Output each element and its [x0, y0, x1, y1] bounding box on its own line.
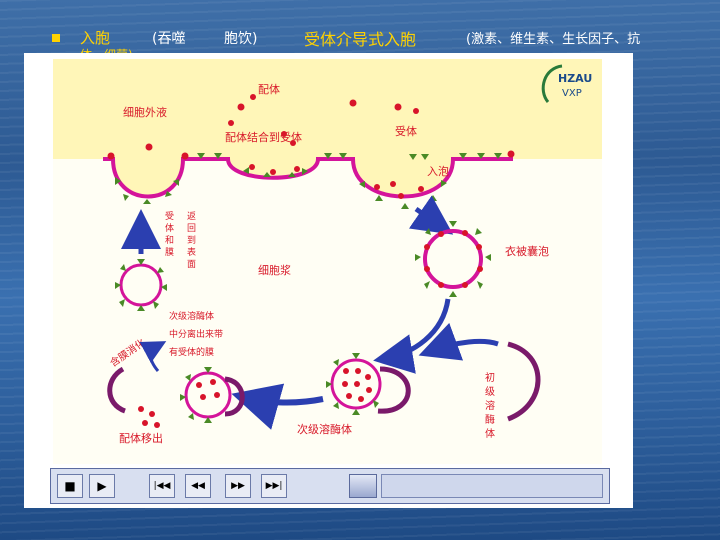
coated-vesicle	[415, 221, 491, 297]
svg-text:中分离出来带: 中分离出来带	[169, 328, 223, 340]
label-cytoplasm: 细胞浆	[258, 263, 291, 277]
primary-lysosome-arc	[507, 341, 541, 422]
stop-icon: ■	[64, 479, 76, 493]
last-frame-icon: ▶▶|	[265, 481, 283, 491]
label-ligand-binding: 配体结合到受体	[225, 130, 302, 144]
play-icon: ▶	[97, 479, 107, 493]
extracellular-region	[53, 59, 602, 197]
svg-text:和: 和	[165, 235, 174, 246]
endocytosis-title: 入胞	[80, 29, 111, 47]
phagocytosis-label: (吞噬	[152, 31, 186, 47]
bullet-square-icon	[52, 34, 60, 42]
svg-text:级: 级	[485, 386, 495, 398]
svg-text:受: 受	[165, 210, 174, 222]
svg-text:体: 体	[485, 428, 495, 440]
rme-title: 受体介导式入胞	[304, 30, 417, 49]
arrow-to-digestion	[231, 383, 324, 430]
svg-text:到: 到	[187, 234, 196, 246]
first-frame-icon: |◀◀	[153, 481, 171, 491]
stop-button[interactable]: ■	[57, 474, 83, 498]
svg-text:面: 面	[187, 259, 196, 270]
arrow-primary-lysosome	[418, 322, 499, 361]
secondary-lysosome	[326, 353, 411, 415]
label-primary-lysosome: 初 级 溶 酶 体	[485, 371, 495, 440]
label-secondary-note: 次级溶酶体 中分离出来带 有受体的膜	[169, 310, 223, 358]
label-ligand: 配体	[258, 82, 280, 96]
last-frame-button[interactable]: ▶▶|	[261, 474, 287, 498]
svg-text:体: 体	[165, 222, 174, 234]
forward-button[interactable]: ▶▶	[225, 474, 251, 498]
svg-text:有受体的膜: 有受体的膜	[169, 346, 214, 358]
label-pit: 入泡	[427, 164, 449, 178]
diagram-svg: 配体 细胞外液 配体结合到受体 受体 入泡 衣被囊泡 细胞浆 初	[53, 59, 602, 445]
recycling-vesicle	[115, 259, 167, 311]
arrow-pit-to-vesicle	[408, 195, 454, 235]
svg-text:溶: 溶	[485, 399, 495, 412]
label-return-surface: 返 回 到 表 面	[187, 210, 196, 270]
svg-text:酶: 酶	[485, 413, 495, 426]
label-secondary-lysosome: 次级溶酶体	[297, 422, 352, 436]
label-ligand-out: 配体移出	[119, 431, 163, 445]
svg-text:次级溶酶体: 次级溶酶体	[169, 310, 214, 322]
hzau-logo: HZAU VXP	[540, 62, 598, 106]
svg-text:回: 回	[187, 223, 196, 234]
rewind-icon: ◀◀	[191, 481, 205, 491]
examples-line-1: (激素、维生素、生长因子、抗	[466, 32, 641, 47]
label-receptor-and-membrane: 受 体 和 膜	[165, 210, 174, 258]
svg-text:初: 初	[485, 371, 495, 384]
seek-handle[interactable]	[349, 474, 377, 498]
play-button[interactable]: ▶	[89, 474, 115, 498]
slide-header: 入胞 (吞噬 胞饮) 受体介导式入胞 (激素、维生素、生长因子、抗 体、细菌)	[48, 26, 708, 62]
label-extracellular: 细胞外液	[123, 105, 167, 119]
svg-text:VXP: VXP	[562, 88, 582, 99]
svg-text:膜: 膜	[165, 247, 174, 258]
released-ligands	[138, 406, 160, 428]
released-membrane-arc	[107, 366, 127, 414]
ligand-dots	[107, 94, 515, 199]
pit-coat	[115, 167, 447, 209]
digesting-vesicle	[180, 367, 245, 423]
svg-text:HZAU: HZAU	[558, 72, 592, 85]
svg-text:表: 表	[187, 246, 196, 258]
membrane-receptors	[197, 153, 502, 160]
progress-track[interactable]	[381, 474, 603, 498]
label-receptor: 受体	[395, 124, 417, 138]
first-frame-button[interactable]: |◀◀	[149, 474, 175, 498]
forward-icon: ▶▶	[231, 481, 245, 491]
pinocytosis-label: 胞饮)	[224, 31, 258, 47]
label-membrane-lysis: 含膜消化	[107, 336, 147, 370]
player-controls: ■ ▶ |◀◀ ◀◀ ▶▶ ▶▶|	[50, 468, 610, 504]
label-coated-vesicle: 衣被囊泡	[505, 244, 549, 258]
arrow-lysis	[139, 341, 167, 372]
svg-text:返: 返	[187, 210, 196, 222]
endocytosis-diagram: 配体 细胞外液 配体结合到受体 受体 入泡 衣被囊泡 细胞浆 初	[53, 59, 602, 464]
rewind-button[interactable]: ◀◀	[185, 474, 211, 498]
